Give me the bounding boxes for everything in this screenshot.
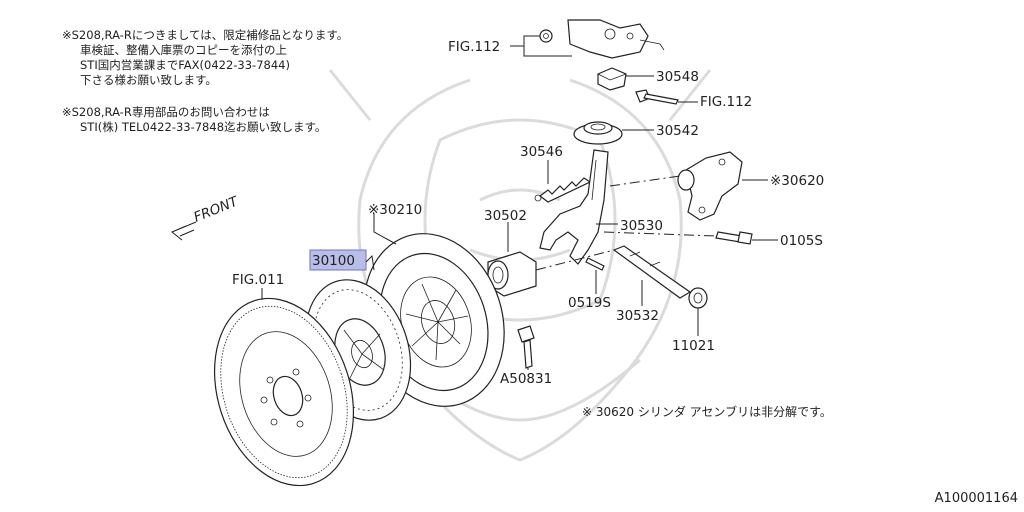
pin-0519s[interactable] [585,257,605,271]
label-fig112-top[interactable]: FIG.112 [448,39,500,55]
highlight-30100 [309,249,367,271]
front-arrow-icon: FRONT [171,193,242,241]
note-line-6: STI(株) TEL0422-33-7848迄お願い致します。 [80,120,327,134]
bracket-top[interactable] [567,19,665,59]
cylinder-note: ※ 30620 シリンダ アセンブリは非分解です。 [582,404,832,419]
reference-code: A100001164 [934,491,1018,506]
shaft-30532[interactable] [612,245,692,299]
label-30546[interactable]: 30546 [520,144,563,160]
label-fig011[interactable]: FIG.011 [232,272,284,288]
label-30530[interactable]: 30530 [620,218,663,234]
label-11021[interactable]: 11021 [672,338,715,354]
note-line-2: 車検証、整備入庫票のコピーを添付の上 [80,43,287,57]
label-a50831[interactable]: A50831 [500,371,552,387]
axis-line-3 [609,175,681,187]
cylinder-30620[interactable] [677,151,743,221]
note-line-4: 下さる様お願い致します。 [80,73,217,87]
label-30502[interactable]: 30502 [484,208,527,224]
note-line-1: ※S208,RA-Rにつきましては、限定補修品となります。 [62,28,349,42]
release-bearing-30502[interactable] [487,251,537,297]
pivot-30548[interactable] [597,67,627,91]
bolt-fig112[interactable] [635,89,679,105]
label-30542[interactable]: 30542 [656,123,699,139]
bolt-fig112-top[interactable] [539,29,553,43]
label-30620[interactable]: ※30620 [770,173,824,189]
label-0519s[interactable]: 0519S [568,295,611,311]
flywheel[interactable] [192,280,377,503]
boot-30542[interactable] [573,121,623,145]
label-30548[interactable]: 30548 [656,69,699,85]
bushing-11021[interactable] [688,287,708,309]
note-line-3: STI国内営業課までFAX(0422-33-7844) [80,58,290,72]
bolt-a50831[interactable] [517,325,535,369]
spring-30546[interactable] [534,177,592,203]
label-fig112-bolt[interactable]: FIG.112 [700,94,752,110]
label-front: FRONT [192,193,242,226]
label-30532[interactable]: 30532 [616,308,659,324]
label-30100[interactable]: 30100 [312,253,355,269]
bolt-0105s[interactable] [715,231,753,245]
release-fork-30530[interactable] [539,149,609,265]
axis-line-2 [535,249,615,271]
label-30210[interactable]: ※30210 [368,202,422,218]
note-line-5: ※S208,RA-R専用部品のお問い合わせは [62,105,270,119]
label-0105s[interactable]: 0105S [780,233,823,249]
